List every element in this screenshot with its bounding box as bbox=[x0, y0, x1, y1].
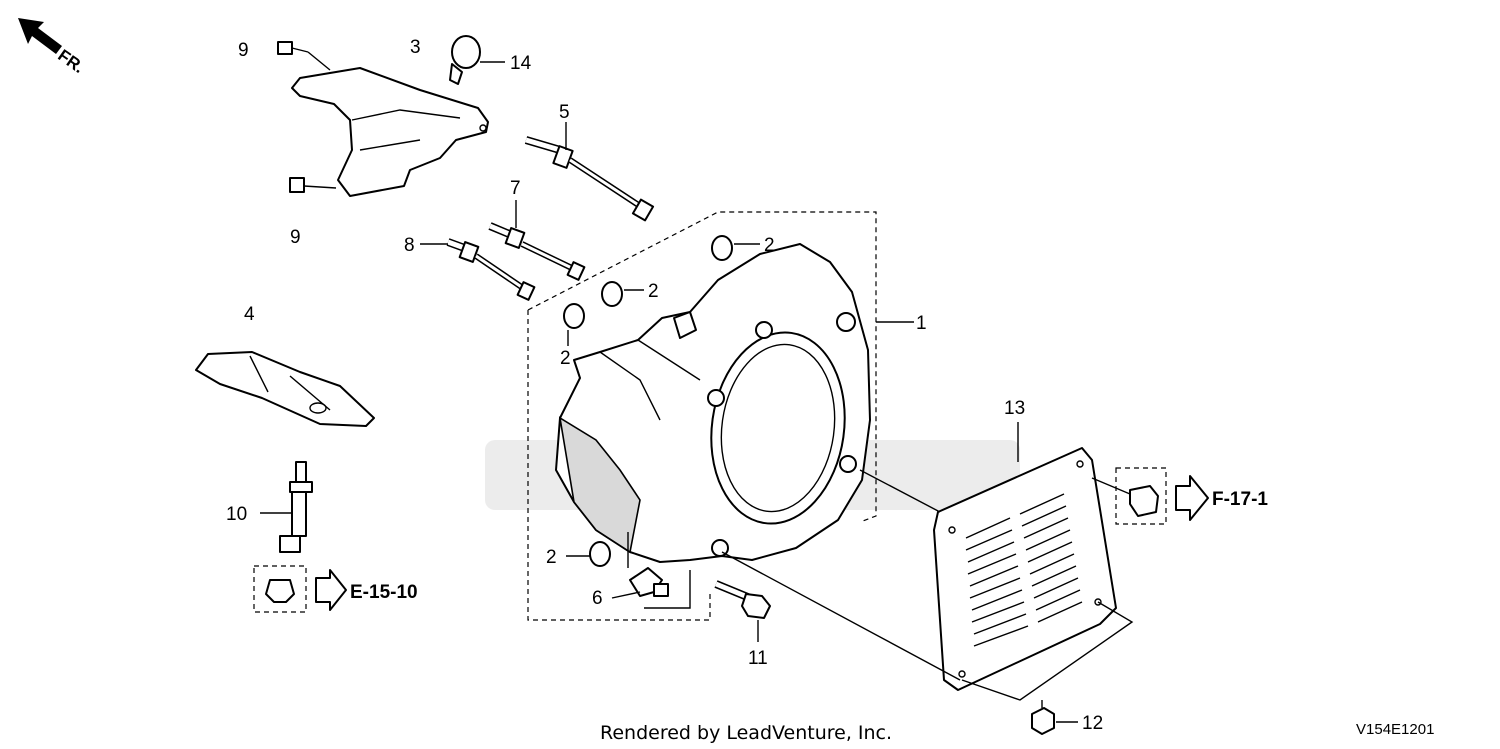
callout-labels: 1 2 2 2 2 2 3 4 5 6 7 8 9 9 10 11 12 13 … bbox=[226, 37, 1103, 734]
part-3-upper-cover bbox=[291, 67, 489, 197]
callout-1: 1 bbox=[916, 313, 927, 334]
part-2-collar-d bbox=[566, 541, 611, 567]
part-8-long-bolt bbox=[420, 238, 536, 301]
part-4-lower-guide bbox=[195, 351, 375, 427]
callout-10: 10 bbox=[226, 504, 247, 525]
callout-2b: 2 bbox=[648, 281, 659, 302]
front-direction-arrow-icon: FR. bbox=[18, 18, 88, 77]
bolt-9-lower bbox=[289, 177, 337, 193]
front-direction-label: FR. bbox=[54, 46, 87, 77]
diagram-code: V154E1201 bbox=[1356, 721, 1434, 738]
callout-2c: 2 bbox=[560, 348, 571, 369]
part-1-fan-shroud bbox=[527, 211, 914, 621]
part-10-stud bbox=[260, 461, 313, 553]
part-5-long-bolt bbox=[524, 122, 655, 222]
part-13-grille-screen bbox=[721, 422, 1134, 701]
callout-6: 6 bbox=[592, 588, 603, 609]
part-2-collar-a bbox=[711, 235, 760, 261]
callout-14: 14 bbox=[510, 53, 532, 74]
callout-11: 11 bbox=[748, 648, 768, 669]
reference-label-e-15-10[interactable]: E-15-10 bbox=[350, 582, 418, 603]
callout-2d: 2 bbox=[546, 547, 557, 568]
callout-12: 12 bbox=[1082, 713, 1103, 734]
callout-2a: 2 bbox=[764, 235, 775, 256]
part-7-long-bolt bbox=[488, 200, 586, 281]
callout-8: 8 bbox=[404, 235, 415, 256]
callout-7: 7 bbox=[510, 178, 521, 199]
callout-9b: 9 bbox=[290, 227, 301, 248]
reference-e-15-10 bbox=[253, 565, 347, 613]
part-11-bolt bbox=[714, 580, 771, 642]
bolt-9-upper bbox=[277, 41, 331, 71]
part-14-clip bbox=[449, 35, 505, 85]
callout-13: 13 bbox=[1004, 398, 1025, 419]
callout-9a: 9 bbox=[238, 40, 249, 61]
reference-label-f-17-1[interactable]: F-17-1 bbox=[1212, 489, 1268, 510]
part-2-collar-c bbox=[563, 303, 585, 346]
footer-credit: Rendered by LeadVenture, Inc. bbox=[600, 722, 892, 744]
part-6-bracket-nut bbox=[611, 532, 691, 609]
callout-5: 5 bbox=[559, 102, 570, 123]
callout-3: 3 bbox=[410, 37, 421, 58]
part-12-nut bbox=[1031, 700, 1078, 735]
reference-f-17-1 bbox=[1091, 467, 1209, 525]
part-2-collar-b bbox=[601, 281, 644, 307]
callout-4: 4 bbox=[244, 304, 255, 325]
